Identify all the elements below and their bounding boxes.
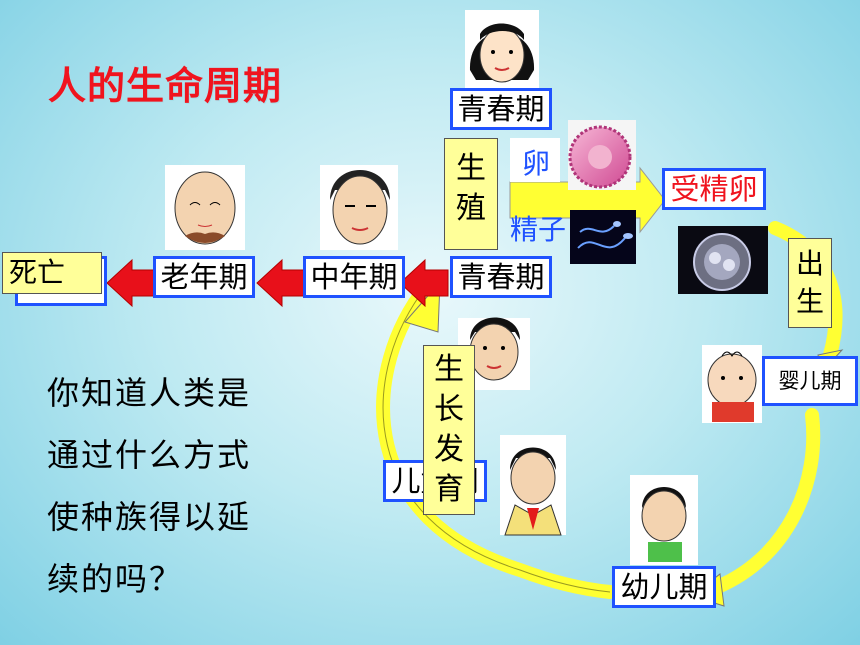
stage-infant: 婴儿期 — [762, 356, 858, 406]
stage-youth: 青春期 — [450, 256, 552, 298]
question-line-1: 你知道人类是 — [47, 374, 252, 412]
stage-old-age: 老年期 — [153, 256, 255, 298]
old-man-face-illustration — [165, 165, 245, 250]
girl-face-illustration — [465, 10, 539, 88]
question-line-3: 使种族得以延 — [47, 498, 252, 536]
question-text: 你知道人类是 通过什么方式 使种族得以延 续的吗？ — [47, 362, 251, 610]
stage-middle-age: 中年期 — [303, 256, 405, 298]
toddler-face-illustration — [630, 475, 698, 565]
red-arrows — [106, 258, 449, 308]
birth-label: 出 生 — [788, 238, 832, 328]
middle-aged-face-illustration — [320, 165, 398, 250]
stage-youth-top: 青春期 — [450, 88, 552, 130]
sperm-image — [570, 210, 636, 264]
stage-toddler: 幼儿期 — [612, 566, 716, 608]
egg-label: 卵 — [522, 147, 551, 180]
stage-death: 死亡 — [2, 252, 102, 294]
question-line-4: 续的吗？ — [47, 560, 184, 598]
sperm-label: 精子 — [510, 213, 567, 246]
growth-label: 生 长 发 育 — [423, 345, 475, 515]
egg-label-bg — [510, 138, 560, 182]
stage-fertilized-egg: 受精卵 — [662, 168, 766, 210]
baby-face-illustration — [702, 345, 762, 423]
question-line-2: 通过什么方式 — [47, 436, 252, 474]
growth-cycle-arrow-right — [703, 408, 821, 597]
egg-cell-image — [568, 120, 636, 190]
child-face-illustration — [500, 435, 566, 536]
reproduction-label: 生 殖 — [444, 138, 498, 250]
zygote-image — [678, 226, 768, 294]
page-title: 人的生命周期 — [48, 64, 283, 108]
